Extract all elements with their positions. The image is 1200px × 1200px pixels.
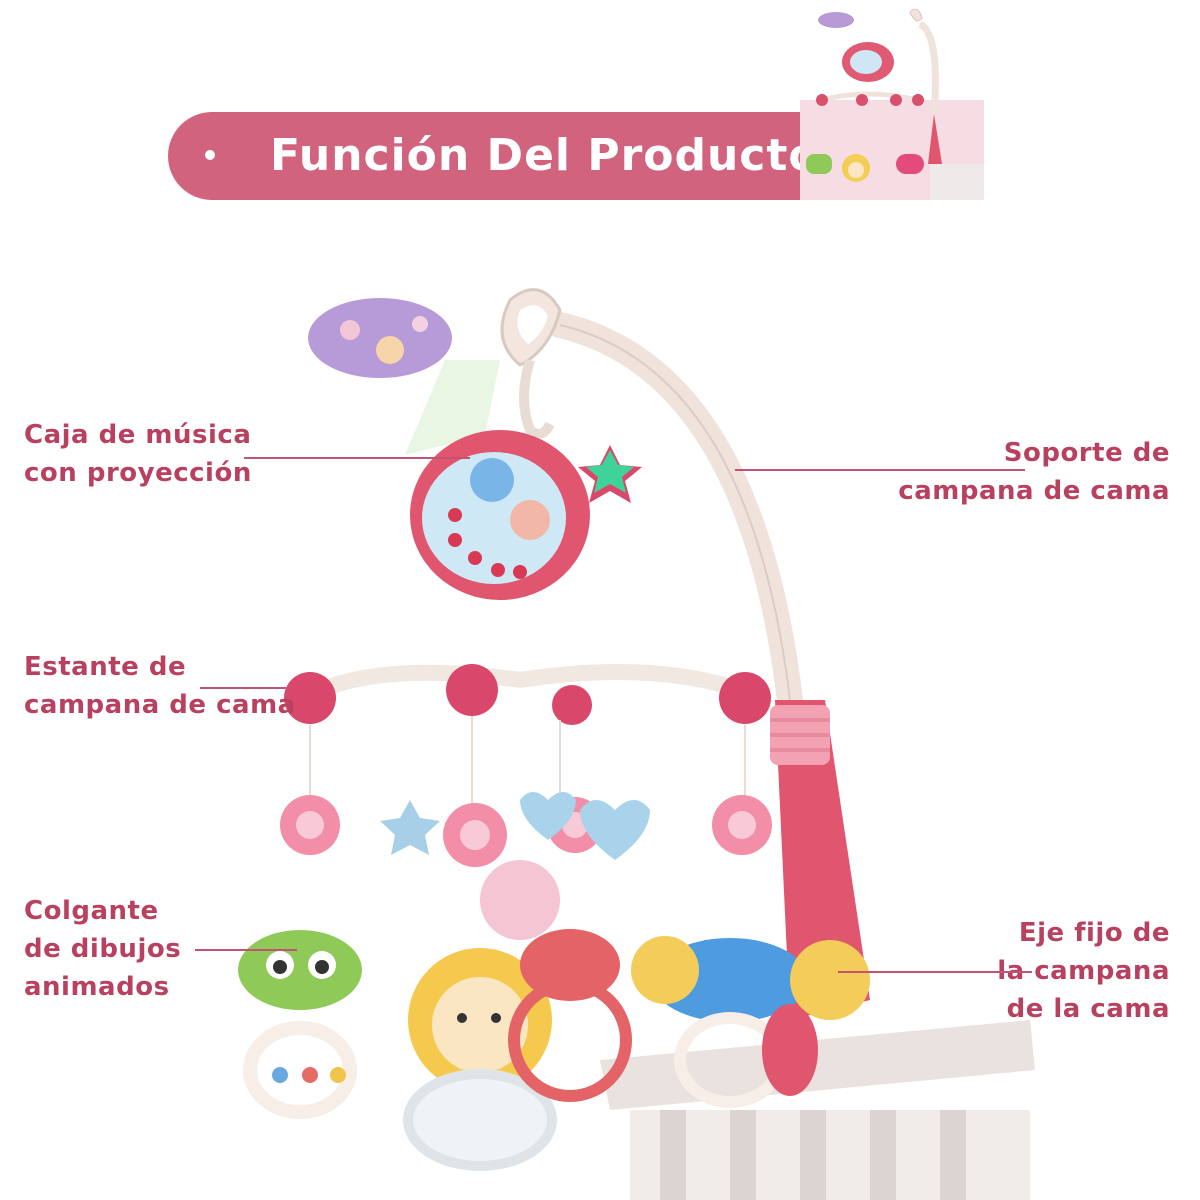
callout-music-box: Caja de música con proyección [24,416,252,492]
leader-line-pendant [195,949,297,951]
callout-support-line2: campana de cama [898,476,1170,506]
product-thumbnail-icon [800,8,984,200]
callout-music-box-line1: Caja de música [24,420,252,450]
crib-mobile-illustration [238,288,1035,1200]
callout-pendant-line2: de dibujos [24,934,182,964]
callout-axis: Eje fijo de la campana de la cama [997,914,1170,1028]
callout-pendant-line1: Colgante [24,896,159,926]
page-title: Función Del Producto [270,130,820,181]
leader-line-support [735,469,1025,471]
callout-music-box-line2: con proyección [24,458,252,488]
leader-line-music-box [244,457,470,459]
leader-line-axis [838,971,1032,973]
callout-axis-line3: de la cama [1006,994,1170,1024]
callout-pendant-line3: animados [24,972,170,1002]
bullet-icon [205,150,215,160]
leader-line-shelf [200,687,290,689]
callout-support: Soporte de campana de cama [898,434,1170,510]
callout-axis-line1: Eje fijo de [1018,918,1170,948]
callout-shelf-line1: Estante de [24,652,187,682]
callout-pendant: Colgante de dibujos animados [24,892,181,1006]
callout-shelf: Estante de campana de cama [24,648,296,724]
callout-support-line1: Soporte de [1003,438,1170,468]
callout-shelf-line2: campana de cama [24,690,296,720]
